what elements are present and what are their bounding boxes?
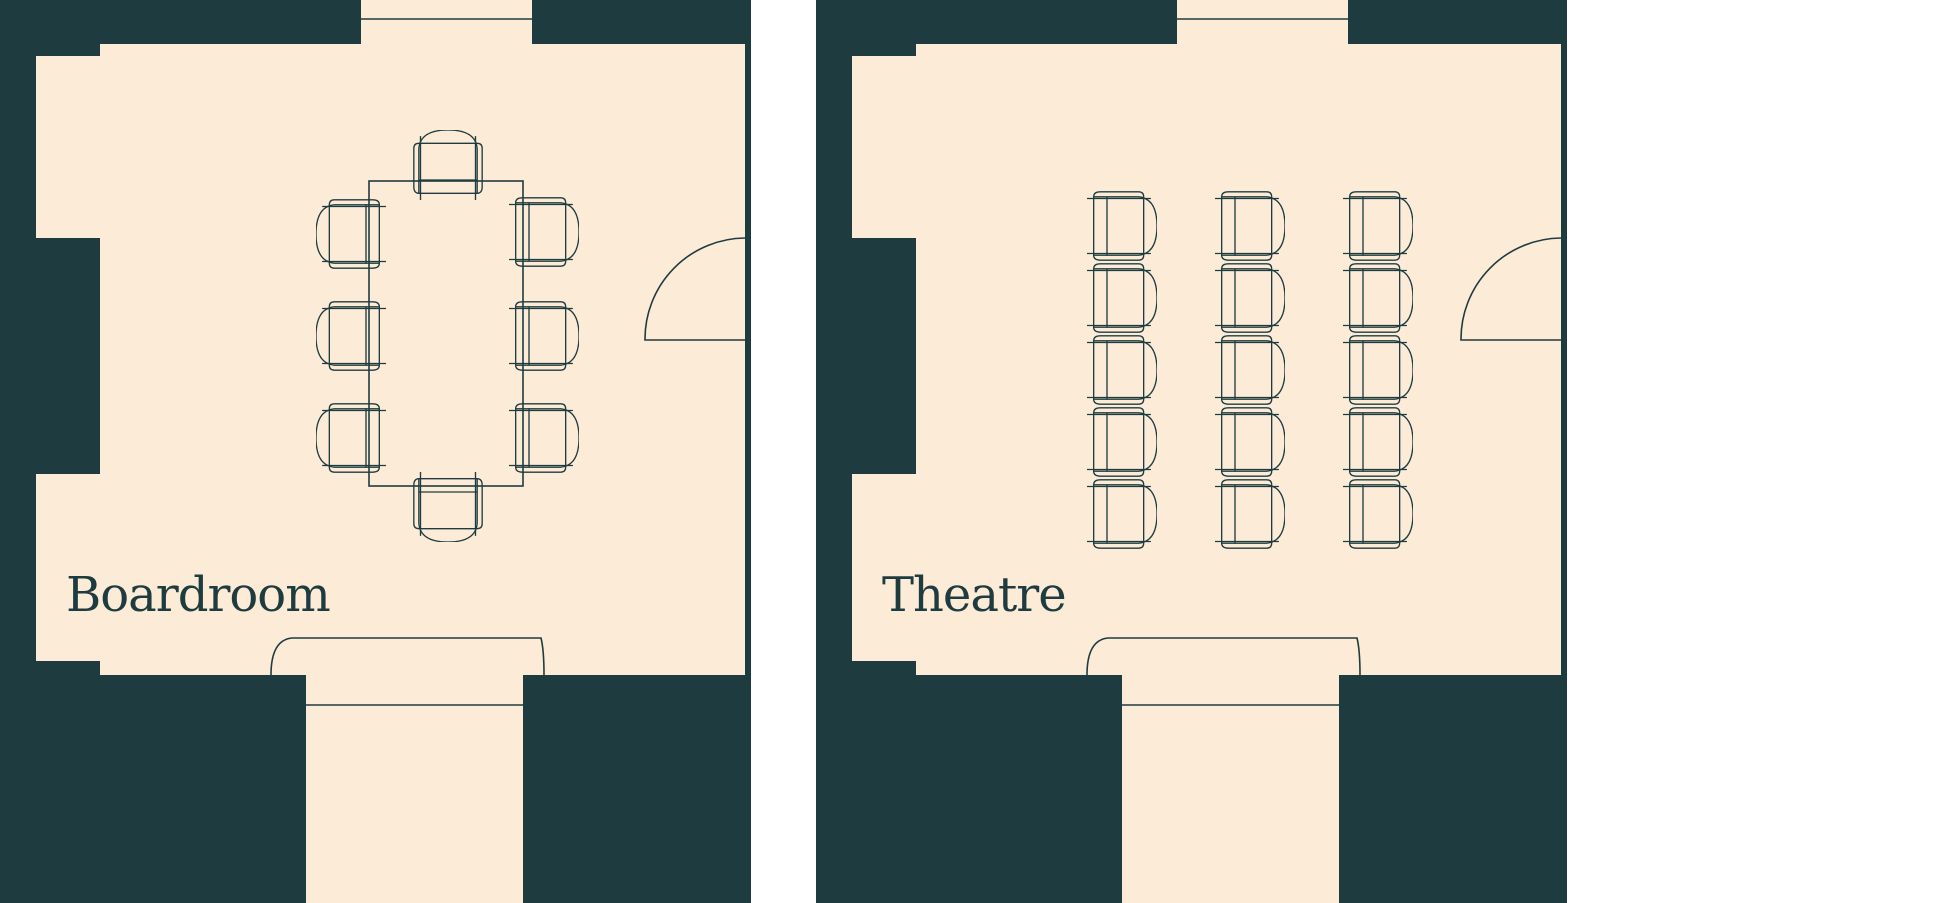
table-icon [368,180,524,487]
room-boardroom: Boardroom [0,0,751,903]
room-floor [852,44,1561,675]
door-swing-icon [1460,237,1562,341]
sofa-icon [270,637,545,676]
window-icon [1177,0,1348,44]
window-icon [1122,675,1339,903]
room-label: Boardroom [66,567,330,623]
room-label: Theatre [882,567,1066,623]
room-theatre: Theatre [816,0,1567,903]
window-icon [306,675,523,903]
door-swing-icon [644,237,746,341]
window-icon [361,0,532,44]
room-floor [36,44,745,675]
sofa-icon [1086,637,1361,676]
